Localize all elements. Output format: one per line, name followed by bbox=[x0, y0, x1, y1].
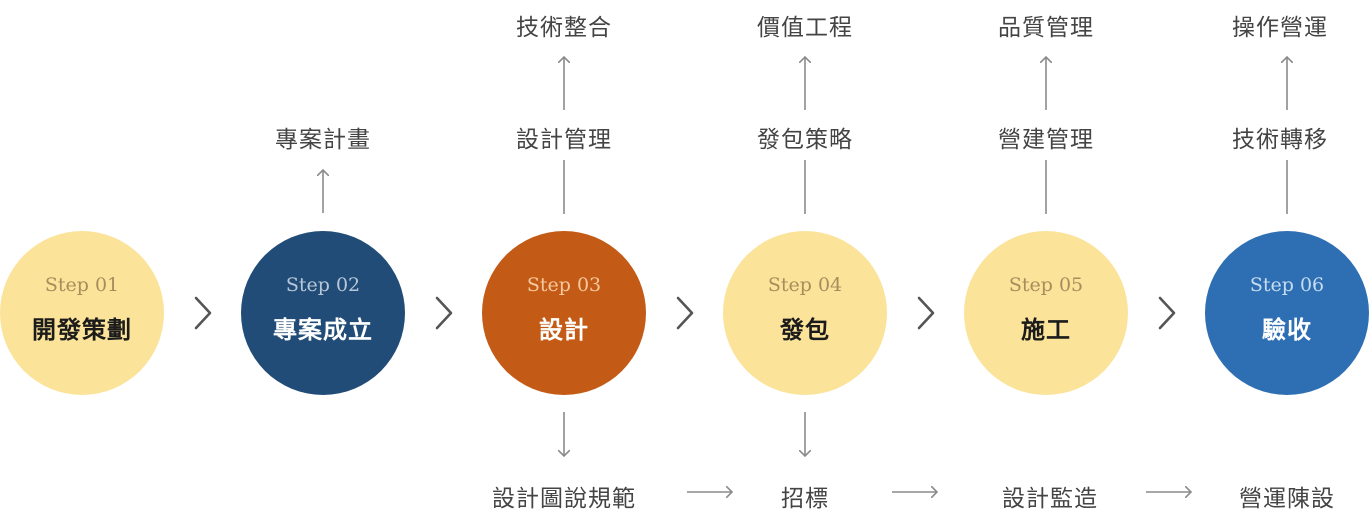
step-03-circle: Step 03 設計 bbox=[482, 231, 646, 395]
step-number: Step 02 bbox=[285, 273, 361, 296]
label-construction-management: 營建管理 bbox=[998, 127, 1094, 153]
step-number: Step 03 bbox=[526, 273, 602, 296]
step-02-circle: Step 02 專案成立 bbox=[241, 231, 405, 395]
step-title: 設計 bbox=[539, 314, 589, 344]
step-title: 施工 bbox=[1021, 314, 1071, 344]
label-operation: 操作營運 bbox=[1232, 15, 1328, 41]
step-number: Step 05 bbox=[1008, 273, 1084, 296]
label-project-plan: 專案計畫 bbox=[275, 127, 371, 153]
step-01-circle: Step 01 開發策劃 bbox=[0, 231, 164, 395]
chevron-right-icon bbox=[676, 296, 694, 330]
label-operation-furnishing: 營運陳設 bbox=[1239, 486, 1335, 512]
step-title: 開發策劃 bbox=[32, 314, 132, 344]
step-04-circle: Step 04 發包 bbox=[723, 231, 887, 395]
step-number: Step 01 bbox=[44, 273, 120, 296]
label-design-specs: 設計圖說規範 bbox=[492, 486, 636, 512]
label-design-management: 設計管理 bbox=[516, 127, 612, 153]
label-tech-integration: 技術整合 bbox=[516, 15, 612, 41]
chevron-right-icon bbox=[194, 296, 212, 330]
step-title: 專案成立 bbox=[273, 314, 373, 344]
step-title: 發包 bbox=[780, 314, 830, 344]
label-tech-transfer: 技術轉移 bbox=[1232, 127, 1328, 153]
label-procurement-strategy: 發包策略 bbox=[757, 127, 853, 153]
step-05-circle: Step 05 施工 bbox=[964, 231, 1128, 395]
step-number: Step 04 bbox=[767, 273, 843, 296]
label-design-supervision: 設計監造 bbox=[1002, 486, 1098, 512]
step-number: Step 06 bbox=[1249, 273, 1325, 296]
label-quality-management: 品質管理 bbox=[998, 15, 1094, 41]
chevron-right-icon bbox=[917, 296, 935, 330]
label-value-engineering: 價值工程 bbox=[757, 15, 853, 41]
chevron-right-icon bbox=[1158, 296, 1176, 330]
step-06-circle: Step 06 驗收 bbox=[1205, 231, 1369, 395]
step-title: 驗收 bbox=[1262, 314, 1312, 344]
chevron-right-icon bbox=[435, 296, 453, 330]
label-tender: 招標 bbox=[781, 486, 829, 512]
